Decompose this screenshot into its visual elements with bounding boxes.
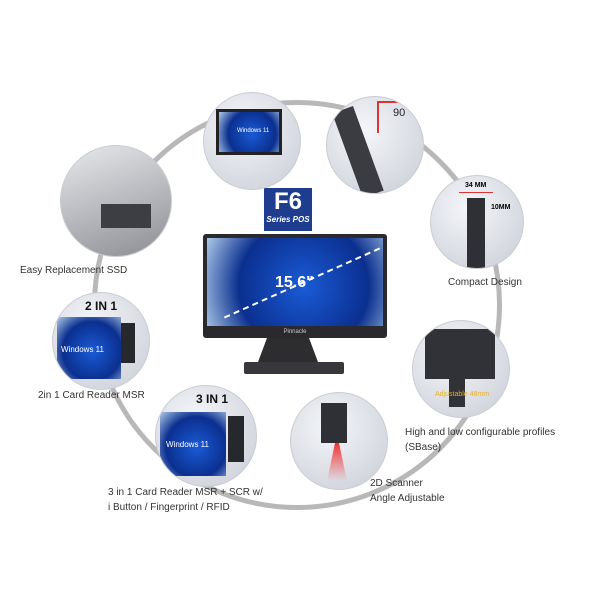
angle-label: 90 [393,107,406,119]
diagonal-arrow [223,247,381,319]
windows-text: Windows 11 [61,345,104,354]
tilted-screen: Windows 11 [216,109,282,155]
screen-size-label: 15.6" [275,274,314,291]
bezel-brand-logo: Pinnacle [283,329,307,335]
monitor-stand [258,338,318,362]
dim-line [459,192,493,193]
badge-3in1: 3 IN 1 [196,392,229,406]
main-monitor: 15.6" Pinnacle [203,234,387,338]
f6-logo: F6 Series POS [264,188,312,231]
label-3in1-line1: 3 in 1 Card Reader MSR + SCR w/ [108,487,263,498]
logo-subtitle: Series POS [266,215,310,224]
dim-34mm: 34 MM [465,182,487,189]
adjustable-label: Adjustable 48mm [435,391,490,398]
feature-circle-compact: 34 MM 10MM [430,175,524,269]
scanner-body [321,403,347,443]
label-sbase: High and low configurable profiles (SBas… [405,425,555,455]
label-scanner-line2: Angle Adjustable [370,493,445,504]
badge-2in1: 2 IN 1 [85,299,118,313]
label-sbase-line1: High and low configurable profiles [405,427,556,438]
ssd-slot [101,204,151,228]
feature-circle-scanner [290,392,388,490]
feature-circle-2in1: 2 IN 1 Windows 11 [52,292,150,390]
3in1-screen: Windows 11 [160,412,226,476]
angle-marker [377,101,409,133]
windows-text: Windows 11 [237,128,270,134]
device-edge [467,198,485,268]
label-3in1-line2: i Button / Fingerprint / RFID [108,502,230,513]
label-ssd: Easy Replacement SSD [20,265,128,276]
main-screen: 15.6" [207,238,383,326]
card-reader-2in1 [121,323,135,363]
rear-monitor [425,329,495,379]
scanner-beam [327,443,347,481]
feature-circle-adjustable: Adjustable 48mm [412,320,510,418]
label-3in1: 3 in 1 Card Reader MSR + SCR w/ i Button… [108,485,263,515]
2in1-screen: Windows 11 [57,317,121,379]
card-reader-3in1 [228,416,244,462]
label-scanner-line1: 2D Scanner [370,478,423,489]
label-2in1: 2in 1 Card Reader MSR [38,390,145,401]
label-scanner: 2D Scanner Angle Adjustable [370,476,445,506]
label-compact-design: Compact Design [448,277,522,288]
feature-circle-monitor: Windows 11 [203,92,301,190]
monitor-base [244,362,344,374]
windows-text: Windows 11 [166,440,209,449]
dim-10mm: 10MM [491,204,511,211]
logo-title: F6 [273,188,302,215]
rear-stand [449,377,465,407]
feature-circle-ssd [60,145,172,257]
feature-circle-90-degree: 90 [326,96,424,194]
feature-circle-3in1: 3 IN 1 Windows 11 [155,385,257,487]
label-sbase-line2: (SBase) [405,442,442,453]
